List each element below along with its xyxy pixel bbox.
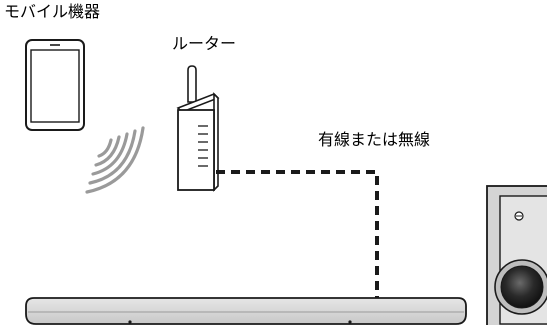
subwoofer-icon <box>486 185 547 325</box>
router-icon <box>176 65 220 192</box>
connection-label: 有線または無線 <box>318 130 431 149</box>
router-label: ルーター <box>172 34 237 53</box>
wireless-waves-icon <box>85 126 145 194</box>
mobile-device-label: モバイル機器 <box>4 2 101 21</box>
soundbar-icon <box>25 297 467 325</box>
connection-cable <box>216 170 379 298</box>
smartphone-icon <box>25 39 85 131</box>
